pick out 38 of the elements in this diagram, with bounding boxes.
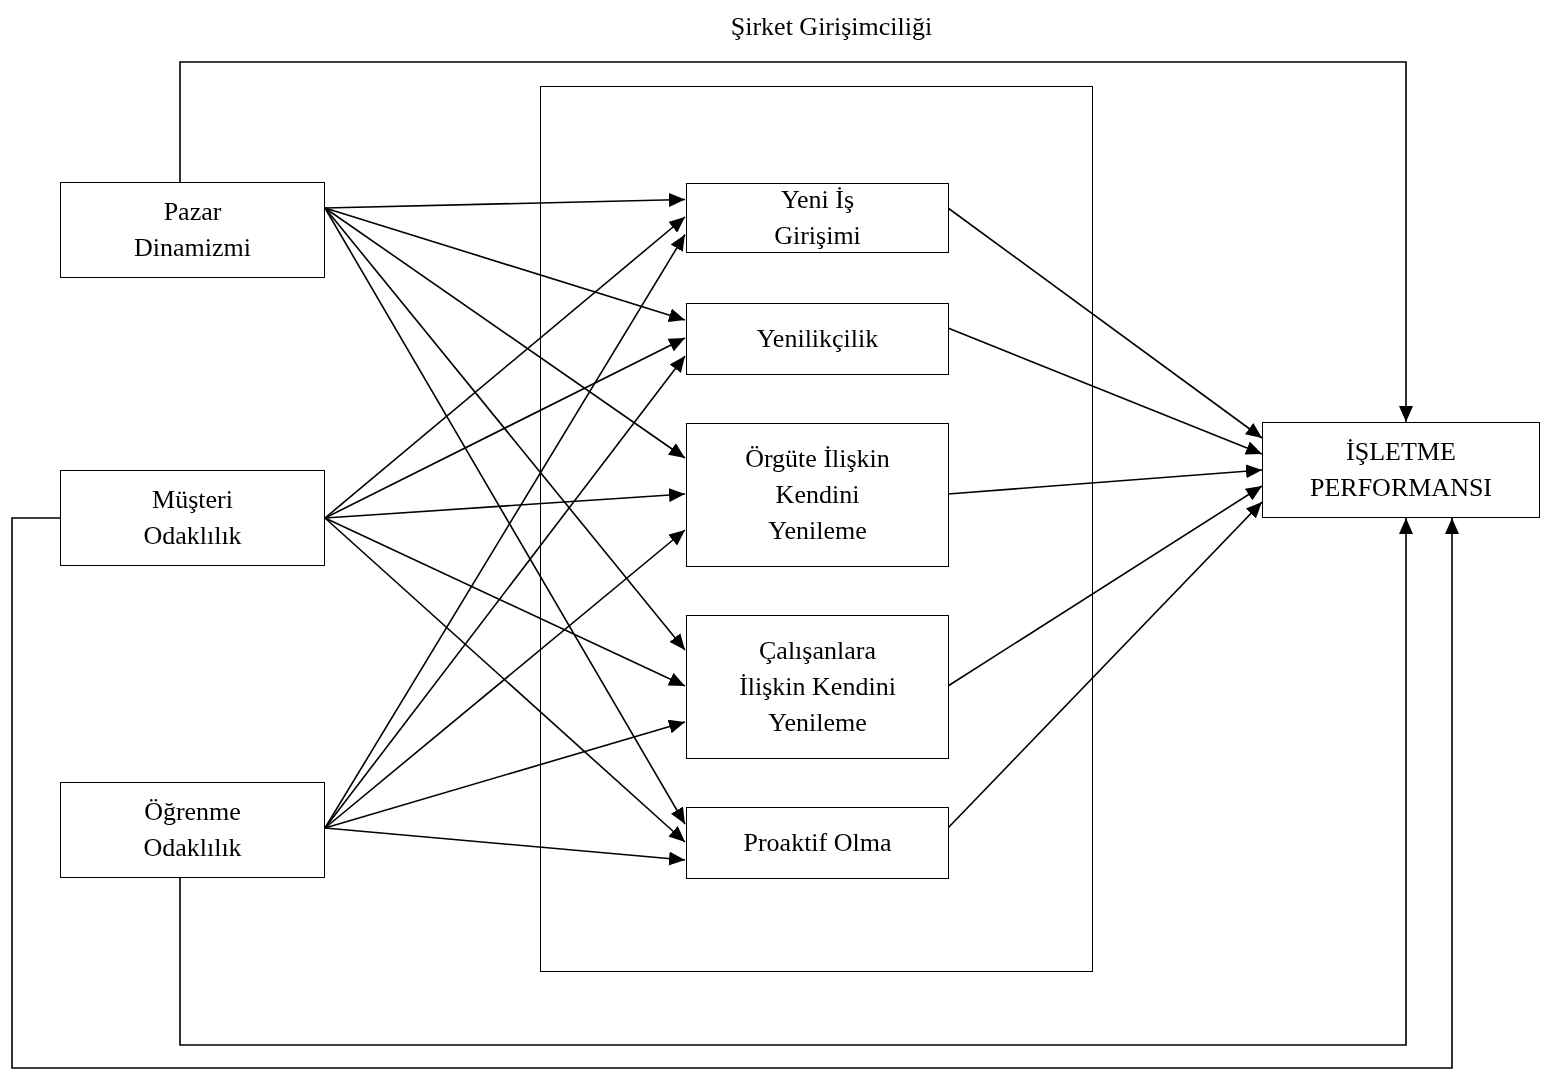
arrow (947, 207, 1263, 439)
concept-box (60, 470, 325, 566)
concept-box (60, 782, 325, 878)
concept-box (686, 615, 949, 759)
arrow (947, 464, 1263, 495)
box-label: Müşteri Odaklılık (142, 484, 243, 552)
arrow (324, 337, 686, 519)
arrow (324, 517, 686, 687)
arrow (11, 517, 1459, 1069)
arrow (179, 61, 1413, 423)
concept-box (1262, 422, 1540, 518)
arrow (324, 719, 686, 829)
arrow (324, 207, 686, 459)
box-label: Öğrenme Odaklılık (142, 796, 243, 864)
arrow (324, 192, 686, 209)
concept-box (686, 303, 949, 375)
group-title: Şirket Girişimciliği (729, 11, 934, 43)
box-label: Örgüte İlişkin Kendini Yenileme (744, 443, 891, 547)
arrow (324, 488, 686, 519)
box-label: İŞLETME PERFORMANSI (1309, 436, 1493, 504)
box-label: Pazar Dinamizmi (133, 196, 252, 264)
arrow (947, 501, 1263, 829)
arrow (947, 485, 1263, 687)
box-label: Çalışanlara İlişkin Kendini Yenileme (738, 635, 897, 739)
box-label: Yenilikçilik (756, 323, 879, 355)
box-label: Proaktif Olma (743, 827, 892, 859)
concept-box (60, 182, 325, 278)
arrow (324, 207, 686, 651)
concept-box (686, 423, 949, 567)
concept-box (686, 183, 949, 253)
box-label: Yeni İş Girişimi (773, 184, 862, 252)
arrow (947, 327, 1263, 455)
arrow (324, 216, 686, 519)
concept-box (686, 807, 949, 879)
arrow (324, 355, 686, 829)
arrow (324, 207, 686, 322)
arrow (324, 827, 686, 866)
arrow (179, 517, 1413, 1046)
